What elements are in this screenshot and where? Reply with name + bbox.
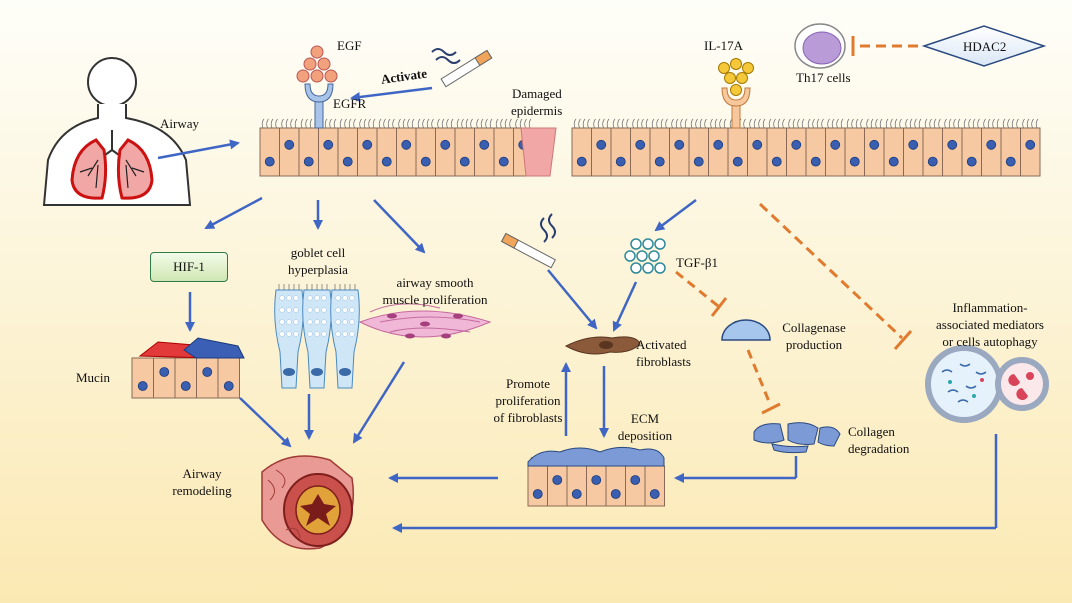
promote-label-1: Promote xyxy=(505,376,551,391)
activated-fibroblast-icon xyxy=(564,336,641,355)
collagen-degradation-label-1: Collagen xyxy=(848,424,895,439)
hdac2-diamond xyxy=(921,25,1047,67)
tgf-beta1-label: TGF-β1 xyxy=(676,255,719,270)
egf-label: EGF xyxy=(337,38,362,53)
arrow-tgf-to-fibroblast xyxy=(612,281,638,332)
remodeled-airway-tube-icon xyxy=(261,455,355,550)
collagen-inhibit-bar xyxy=(761,402,781,415)
airway-remodeling-label-1: Airway xyxy=(182,466,222,481)
collagenase-icon xyxy=(721,319,771,341)
human-lungs-icon xyxy=(42,57,192,206)
tgf-beta1-icon xyxy=(624,238,666,274)
goblet-label-1: goblet cell xyxy=(290,245,346,260)
promote-label-3: of fibroblasts xyxy=(493,410,563,425)
il17a-ligand-cluster xyxy=(718,58,754,96)
collagenase-inhibit-bar xyxy=(710,297,728,317)
inflammation-label-1: Inflammation- xyxy=(952,300,1028,315)
activated-fibroblasts-label-2: fibroblasts xyxy=(636,354,691,369)
hdac2-label: HDAC2 xyxy=(963,39,1007,54)
cigarette-icon xyxy=(431,48,493,88)
th17-cells-label: Th17 cells xyxy=(796,70,851,85)
mucin-label: Mucin xyxy=(76,370,110,385)
egfr-label: EGFR xyxy=(333,96,367,111)
damaged-epidermis-label-1: Damaged xyxy=(512,86,562,101)
goblet-label-2: hyperplasia xyxy=(288,262,348,277)
arrow-asm-to-remodel xyxy=(352,361,406,444)
activated-fibroblasts-label-1: Activated xyxy=(636,337,687,352)
mucin-layer xyxy=(138,337,245,359)
collagenase-inhibit-line xyxy=(675,270,719,308)
activate-arrow xyxy=(350,86,433,102)
hif1-label: HIF-1 xyxy=(173,259,205,274)
collagen-inhibit-line xyxy=(746,349,772,405)
ecm-label-2: deposition xyxy=(617,428,673,443)
autophagy-icon xyxy=(925,345,1049,423)
hif1-box: HIF-1 xyxy=(150,252,228,282)
collagen-fragments-icon xyxy=(753,422,841,454)
airway-remodeling-label-2: remodeling xyxy=(172,483,232,498)
asm-label-1: airway smooth xyxy=(396,275,474,290)
airway-label: Airway xyxy=(160,116,199,131)
smooth-muscle-icon xyxy=(358,303,492,339)
arrow-mucin-to-remodel xyxy=(239,397,292,448)
collagenase-label-1: Collagenase xyxy=(782,320,846,335)
ecm-label-1: ECM xyxy=(630,411,660,426)
arrow-to-tgf xyxy=(654,199,697,232)
egfr-receptor-icon xyxy=(304,83,334,129)
airway-arrow xyxy=(157,139,240,160)
airway-epithelium-top xyxy=(259,118,1041,177)
ecm-epithelium xyxy=(527,456,665,507)
arrow-to-asm xyxy=(373,199,426,254)
arrow-smoke-to-fibroblast xyxy=(547,269,598,330)
collagenase-label-2: production xyxy=(785,337,843,352)
arrow-to-hif1 xyxy=(204,196,263,230)
asm-label-2: muscle proliferation xyxy=(382,292,488,307)
cigarette-icon-2 xyxy=(500,213,556,269)
il17a-receptor-icon xyxy=(721,87,751,129)
damaged-epidermis-label-2: epidermis xyxy=(511,103,563,118)
il17a-label: IL-17A xyxy=(704,38,743,53)
inflammation-inhibit-bar xyxy=(893,330,913,350)
ecm-deposition-layer xyxy=(527,446,665,467)
inflammation-label-2: associated mediators xyxy=(936,317,1044,332)
promote-label-2: proliferation xyxy=(495,393,561,408)
inflammation-label-3: or cells autophagy xyxy=(942,334,1038,349)
mucin-epithelium xyxy=(131,357,240,399)
inflammation-inhibit-line xyxy=(758,202,904,340)
th17-cell-icon xyxy=(794,23,846,69)
damaged-epidermis-gap xyxy=(520,127,557,177)
egf-ligand-cluster xyxy=(296,45,338,83)
goblet-cell-icon xyxy=(274,284,360,389)
collagen-degradation-label-2: degradation xyxy=(848,441,910,456)
